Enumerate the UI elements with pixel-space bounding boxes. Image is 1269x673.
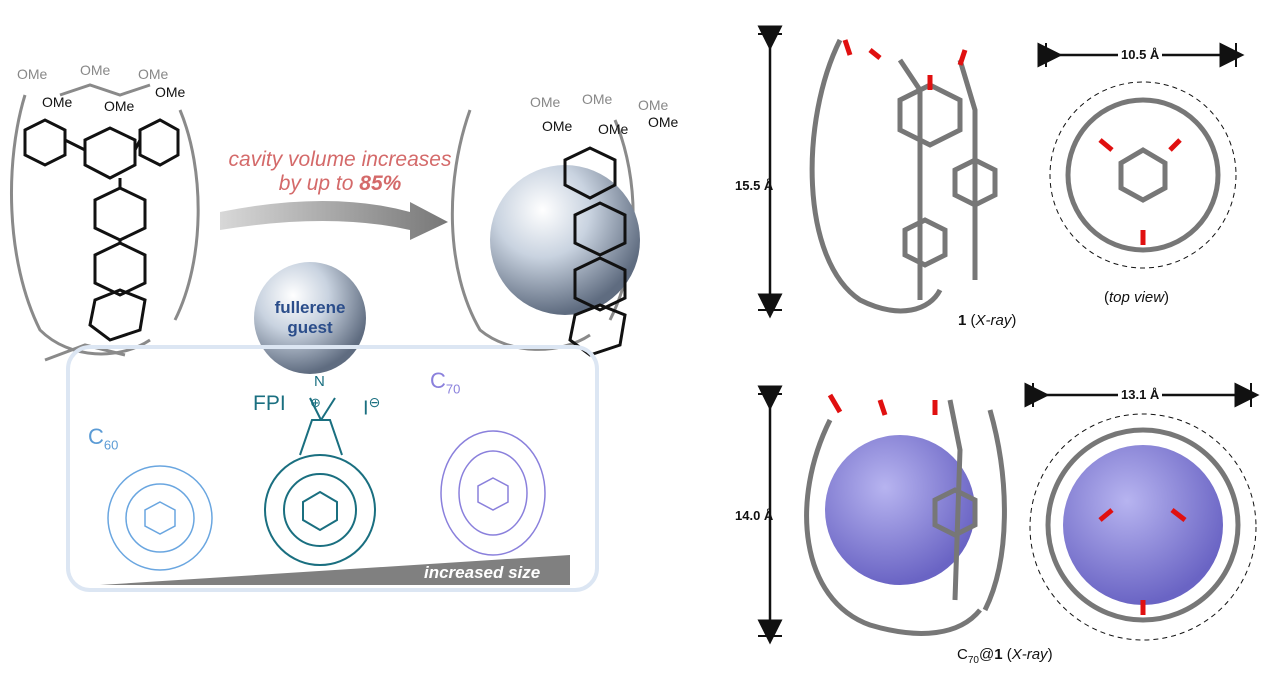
caption-c: C: [957, 646, 968, 663]
c70-spacefill-top: [1063, 445, 1223, 605]
ome-label: OMe: [17, 66, 48, 82]
caption-sub: 70: [967, 655, 979, 666]
guest-line1: fullerene: [274, 298, 346, 317]
ome-label: OMe: [582, 91, 613, 107]
top-view-text: top view: [1109, 289, 1165, 306]
c70-label: C70: [430, 368, 460, 396]
cage-molecule: [9, 83, 200, 362]
c70-spacefill-side: [825, 435, 975, 585]
ome-label: OMe: [104, 98, 135, 114]
c60-label: C60: [88, 424, 118, 452]
caption-c70-at-1-xray: C70@1 (X-ray): [957, 646, 1053, 666]
c70-sub: 70: [445, 381, 461, 397]
top-view-label: (top view): [1104, 289, 1170, 306]
iodide-symbol: I: [363, 397, 369, 420]
caption-1-xray: 1 (X-ray): [958, 312, 1017, 329]
xray-text: X-ray: [975, 312, 1012, 329]
c60-sub: 60: [103, 437, 119, 453]
caption-at: @: [978, 646, 995, 663]
bottom-top-view-dashed-circle: [1029, 413, 1257, 641]
reaction-arrow: [220, 201, 448, 240]
fpi-n-label: N: [314, 373, 325, 390]
width-label-bottom: 13.1 Å: [1118, 387, 1163, 402]
compound-number: 1: [958, 312, 967, 329]
c70-structure: [440, 430, 546, 556]
height-label-top: 15.5 Å: [735, 178, 774, 193]
cavity-text-line1: cavity volume increases: [228, 148, 452, 171]
ome-label: OMe: [138, 66, 169, 82]
cavity-text-prefix: by up to: [278, 172, 360, 195]
top-view-dashed-circle: [1049, 81, 1237, 269]
guests-box: [66, 345, 599, 592]
ome-label: OMe: [542, 118, 573, 134]
height-label-bottom: 14.0 Å: [735, 508, 774, 523]
cavity-percent: 85%: [359, 172, 402, 195]
ome-label: OMe: [155, 84, 186, 100]
cavity-volume-text: cavity volume increases by up to 85%: [205, 148, 475, 196]
fpi-structure: [264, 397, 376, 566]
fpi-cation-charge: ⊕: [310, 395, 321, 410]
ome-label: OMe: [80, 62, 111, 78]
c70-base: C: [430, 368, 446, 393]
iodide-label: I⊖: [363, 394, 380, 421]
encapsulated-fullerene: [490, 165, 640, 315]
cage-front-arm: [23, 118, 180, 342]
complex-front-arm: [563, 146, 627, 357]
guest-line2: guest: [287, 318, 333, 337]
ome-label: OMe: [648, 114, 679, 130]
size-wedge: [100, 555, 570, 585]
xray-text: X-ray: [1011, 646, 1048, 663]
xray-structure-1: [809, 38, 998, 314]
ome-label: OMe: [598, 121, 629, 137]
xray-structure-c70-at-1: [804, 399, 1007, 636]
ome-label: OMe: [42, 94, 73, 110]
fullerene-guest-label: fullerene guest: [254, 298, 366, 338]
compound-number: 1: [994, 646, 1003, 663]
c60-base: C: [88, 424, 104, 449]
ome-label: OMe: [638, 97, 669, 113]
c60-structure: [107, 465, 213, 571]
fpi-label: FPI: [253, 392, 286, 415]
iodide-charge: ⊖: [368, 394, 381, 410]
width-label-top: 10.5 Å: [1118, 47, 1163, 62]
ome-label: OMe: [530, 94, 561, 110]
top-view-structure: [1065, 97, 1221, 253]
increased-size-label: increased size: [424, 563, 541, 582]
cavity-text-line2: by up to 85%: [205, 172, 475, 196]
